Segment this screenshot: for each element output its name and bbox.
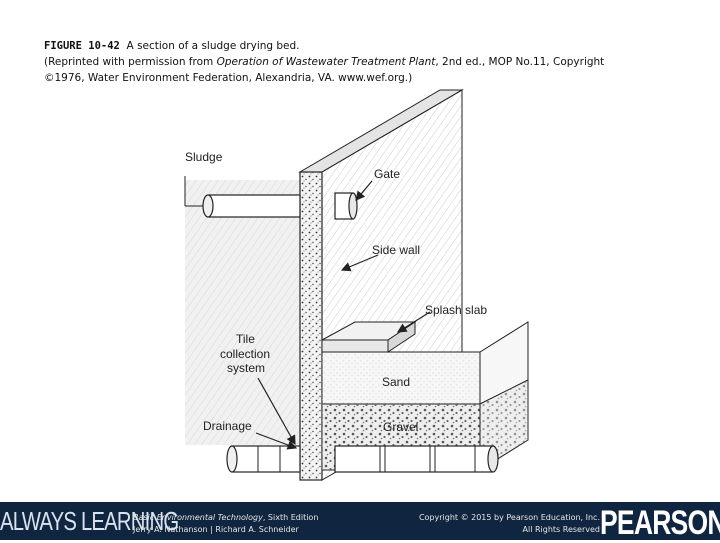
rights-text: All Rights Reserved xyxy=(522,525,600,534)
credit-prefix: (Reprinted with permission from xyxy=(44,56,217,68)
label-drainage: Drainage xyxy=(203,419,252,433)
figure-title: A section of a sludge drying bed. xyxy=(126,40,300,52)
book-title: Basic Environmental Technology xyxy=(133,513,263,522)
label-tile-line1: Tile xyxy=(236,332,255,346)
gate xyxy=(334,192,358,220)
side-wall xyxy=(299,171,323,481)
sludge-pipe xyxy=(184,176,301,218)
copyright-block: Copyright © 2015 by Pearson Education, I… xyxy=(380,512,600,536)
sludge-drying-bed-diagram: Sludge Gate Side wall Splash slab Tile c… xyxy=(184,89,529,481)
label-side-wall: Side wall xyxy=(372,243,420,257)
label-gate: Gate xyxy=(374,167,400,181)
leader-arrows xyxy=(255,180,431,450)
label-splash-slab: Splash slab xyxy=(425,303,487,317)
book-credit: Basic Environmental Technology, Sixth Ed… xyxy=(133,512,318,536)
label-gravel: Gravel xyxy=(383,420,418,434)
label-tile-line3: system xyxy=(227,361,265,375)
credit-suffix: , 2nd ed., MOP No.11, Copyright xyxy=(435,56,605,68)
book-edition: , Sixth Edition xyxy=(262,513,319,522)
credit-source: Operation of Wastewater Treatment Plant xyxy=(216,56,436,68)
footer-bar: ALWAYS LEARNING Basic Environmental Tech… xyxy=(0,502,720,542)
always-learning-logo: ALWAYS LEARNING xyxy=(0,506,179,536)
credit-copyright: ©1976, Water Environment Federation, Ale… xyxy=(44,72,413,84)
figure-caption: FIGURE 10-42 A section of a sludge dryin… xyxy=(44,38,704,86)
sludge-liquid xyxy=(185,180,300,445)
sand-layer xyxy=(321,321,529,405)
drainage-pipe xyxy=(226,445,499,473)
book-authors: Jerry A. Nathanson | Richard A. Schneide… xyxy=(133,525,299,534)
copyright-text: Copyright © 2015 by Pearson Education, I… xyxy=(418,513,600,522)
label-sludge: Sludge xyxy=(185,150,223,164)
label-tile-line2: collection xyxy=(220,347,270,361)
label-sand: Sand xyxy=(382,375,410,389)
pearson-logo: PEARSON xyxy=(600,504,720,542)
figure-number: FIGURE 10-42 xyxy=(44,40,120,52)
